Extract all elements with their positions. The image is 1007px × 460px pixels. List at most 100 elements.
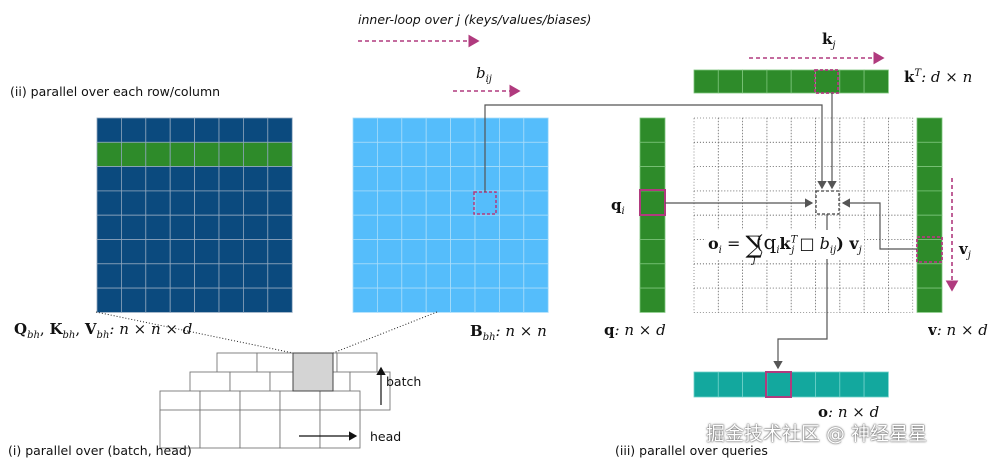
grid-cell: [523, 190, 549, 216]
grid-cell: [218, 117, 244, 143]
grid-cell: [693, 69, 719, 94]
grid-cell: [916, 287, 943, 313]
inner-loop-label: inner-loop over j (keys/values/biases): [358, 12, 592, 27]
grid-cell: [498, 239, 525, 265]
grid-cell: [267, 141, 293, 168]
grid-cell: [401, 287, 427, 313]
grid-cell: [498, 190, 525, 216]
grid-cell: [169, 263, 195, 289]
grid-cell: [863, 239, 889, 265]
grid-cell: [717, 166, 743, 192]
stack-cell: [279, 409, 321, 449]
grid-cell: [267, 117, 293, 143]
grid-cell: [888, 141, 914, 168]
grid-cell: [121, 287, 147, 313]
grid-cell: [96, 239, 122, 265]
grid-cell: [242, 239, 269, 265]
q-i-label: qi: [611, 196, 625, 217]
batch-head-stack: [159, 352, 391, 449]
b-ij-label: bij: [476, 64, 492, 85]
grid-cell: [863, 141, 889, 168]
grid-cell: [401, 214, 427, 240]
grid-cell: [717, 141, 743, 168]
grid-cell: [218, 263, 244, 289]
k-j-highlight: [814, 69, 839, 94]
grid-cell: [96, 141, 122, 168]
grid-cell: [145, 239, 171, 265]
grid-cell: [815, 69, 841, 94]
grid-cell: [401, 166, 427, 192]
grid-cell: [450, 190, 476, 216]
grid-cell: [352, 239, 378, 265]
grid-cell: [267, 166, 293, 192]
grid-cell: [242, 166, 269, 192]
grid-cell: [194, 263, 220, 289]
grid-cell: [888, 166, 914, 192]
grid-cell: [450, 141, 476, 168]
grid-cell: [790, 69, 816, 94]
grid-cell: [145, 166, 171, 192]
bias-matrix: [352, 117, 549, 313]
batch-label: batch: [386, 374, 422, 389]
grid-cell: [693, 166, 719, 192]
grid-cell: [121, 239, 147, 265]
grid-cell: [839, 371, 865, 398]
grid-cell: [169, 214, 195, 240]
grid-cell: [888, 214, 914, 240]
o-row: [693, 371, 889, 398]
grid-cell: [742, 117, 768, 143]
grid-cell: [267, 287, 293, 313]
grid-cell: [639, 239, 666, 265]
grid-cell: [839, 287, 865, 313]
grid-cell: [916, 190, 943, 216]
grid-cell: [218, 190, 244, 216]
grid-cell: [169, 117, 195, 143]
q-column: [639, 117, 666, 313]
grid-cell: [121, 166, 147, 192]
grid-cell: [194, 141, 220, 168]
grid-cell: [639, 287, 666, 313]
grid-cell: [169, 287, 195, 313]
grid-cell: [863, 166, 889, 192]
grid-cell: [242, 117, 269, 143]
grid-cell: [639, 141, 666, 168]
grid-cell: [194, 166, 220, 192]
stack-cell: [199, 409, 241, 449]
grid-cell: [352, 263, 378, 289]
grid-cell: [169, 166, 195, 192]
grid-cell: [121, 141, 147, 168]
grid-cell: [376, 190, 403, 216]
grid-cell: [742, 263, 768, 289]
v-to-output-connector: [841, 198, 917, 250]
grid-cell: [693, 371, 719, 398]
o-i-highlight: [765, 371, 792, 398]
grid-cell: [425, 214, 452, 240]
grid-cell: [474, 117, 500, 143]
stack-cell: [319, 409, 361, 449]
grid-cell: [474, 166, 500, 192]
grid-cell: [401, 239, 427, 265]
grid-cell: [498, 287, 525, 313]
grid-cell: [376, 141, 403, 168]
grid-cell: [742, 287, 768, 313]
grid-cell: [401, 263, 427, 289]
grid-cell: [839, 69, 865, 94]
grid-cell: [267, 263, 293, 289]
grid-cell: [863, 214, 889, 240]
grid-cell: [790, 263, 816, 289]
grid-cell: [639, 117, 666, 143]
output-formula: oi = ∑j(qikTj □ bij) vj: [706, 230, 864, 267]
grid-cell: [267, 239, 293, 265]
grid-cell: [145, 141, 171, 168]
grid-cell: [766, 371, 792, 398]
grid-cell: [145, 117, 171, 143]
grid-cell: [790, 117, 816, 143]
grid-cell: [916, 263, 943, 289]
grid-cell: [450, 214, 476, 240]
grid-cell: [766, 166, 792, 192]
grid-cell: [267, 214, 293, 240]
grid-cell: [693, 287, 719, 313]
grid-cell: [218, 214, 244, 240]
q-dimensions-label: q: n × d: [604, 321, 666, 339]
grid-cell: [888, 239, 914, 265]
